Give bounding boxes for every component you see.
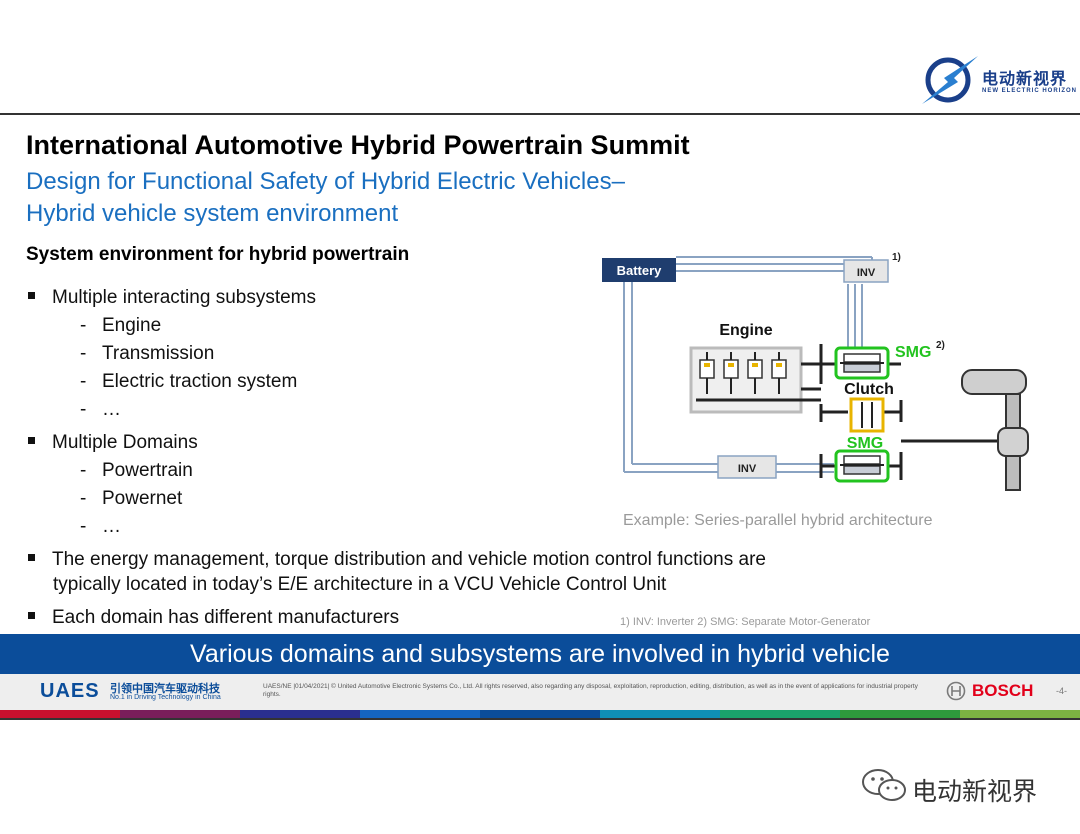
bullet-text: The energy management, torque distributi… — [52, 549, 766, 570]
battery-block — [602, 258, 676, 282]
inverter-bottom-block — [717, 455, 777, 479]
bosch-armature-icon — [946, 681, 966, 701]
bullet-continuation: typically located in today’s E/E archite… — [53, 574, 667, 595]
domain-label: Powernet — [102, 488, 183, 509]
domain-label: Powertrain — [102, 460, 193, 481]
battery-label: Battery — [617, 263, 663, 278]
slide-subtitle-line2: Hybrid vehicle system environment — [26, 200, 399, 227]
subsystem-item: -Electric traction system — [80, 371, 297, 393]
color-stripe — [0, 710, 1080, 718]
dash: - — [80, 399, 87, 420]
domain-item: -… — [80, 516, 121, 538]
note-1-marker: 1) — [892, 252, 901, 263]
brand-name-cn: 电动新视界 — [982, 71, 1068, 88]
section-heading: System environment for hybrid powertrain — [26, 244, 410, 265]
subsystem-label: … — [102, 399, 121, 420]
dash: - — [80, 460, 87, 481]
bullet-text: Multiple Domains — [52, 432, 198, 453]
bullet-text: Each domain has different manufacturers — [52, 607, 400, 628]
bullet-manufacturers: Each domain has different manufacturers — [28, 607, 399, 629]
engine-label: Engine — [719, 322, 772, 339]
inverter-top-block — [843, 259, 889, 283]
domain-label: … — [102, 516, 121, 537]
legal-notice: UAES/NE |01/04/2021| © United Automotive… — [263, 683, 918, 698]
bullet-energy-management: The energy management, torque distributi… — [28, 549, 766, 571]
subsystem-item: -Transmission — [80, 343, 214, 365]
diagram-footnote: 1) INV: Inverter 2) SMG: Separate Motor-… — [620, 616, 871, 628]
dash: - — [80, 516, 87, 537]
smg-bottom-label: SMG — [847, 435, 883, 452]
uaes-logo: UAES — [40, 680, 100, 702]
brand-logo-icon — [922, 56, 978, 104]
clutch-block — [849, 397, 885, 433]
hybrid-architecture-diagram: Battery INV 1) INV Engine — [602, 252, 1029, 491]
wechat-icon — [862, 769, 906, 801]
dash: - — [80, 315, 87, 336]
diagram-caption: Example: Series-parallel hybrid architec… — [623, 512, 933, 529]
bullet-marker — [28, 612, 35, 620]
clutch-label: Clutch — [844, 381, 894, 398]
inverter-top-label: INV — [857, 267, 876, 279]
bullet-text: Multiple interacting subsystems — [52, 287, 316, 308]
wheel-axle — [961, 369, 1029, 491]
bullet-marker — [28, 437, 35, 445]
dash: - — [80, 343, 87, 364]
note-2-marker: 2) — [936, 340, 945, 351]
slide-title: International Automotive Hybrid Powertra… — [26, 130, 690, 160]
brand-name-en: NEW ELECTRIC HORIZON — [982, 88, 1077, 94]
engine-block — [689, 346, 821, 414]
subsystem-item: -… — [80, 399, 121, 421]
dash: - — [80, 488, 87, 509]
inverter-bottom-label: INV — [738, 463, 757, 475]
watermark-text: 电动新视界 — [912, 778, 1038, 806]
bullet-marker — [28, 554, 35, 562]
subsystem-label: Transmission — [102, 343, 215, 364]
slide-subtitle-line1: Design for Functional Safety of Hybrid E… — [26, 168, 625, 195]
bullet-marker — [28, 292, 35, 300]
summary-banner: Various domains and subsystems are invol… — [0, 634, 1080, 674]
uaes-slogan-cn: 引领中国汽车驱动科技 — [110, 683, 220, 695]
footer-bar — [0, 674, 1080, 710]
page-number: -4- — [1056, 686, 1067, 696]
subsystem-item: -Engine — [80, 315, 161, 337]
domain-item: -Powernet — [80, 488, 182, 510]
dash: - — [80, 371, 87, 392]
bullet-domains: Multiple Domains — [28, 432, 198, 454]
subsystem-label: Electric traction system — [102, 371, 298, 392]
subsystem-label: Engine — [102, 315, 162, 336]
domain-item: -Powertrain — [80, 460, 193, 482]
smg-top-label: SMG — [895, 344, 931, 361]
bullet-subsystems: Multiple interacting subsystems — [28, 287, 316, 309]
bosch-logo: BOSCH — [972, 681, 1034, 700]
uaes-slogan-en: No.1 in Driving Technology in China — [110, 694, 221, 701]
